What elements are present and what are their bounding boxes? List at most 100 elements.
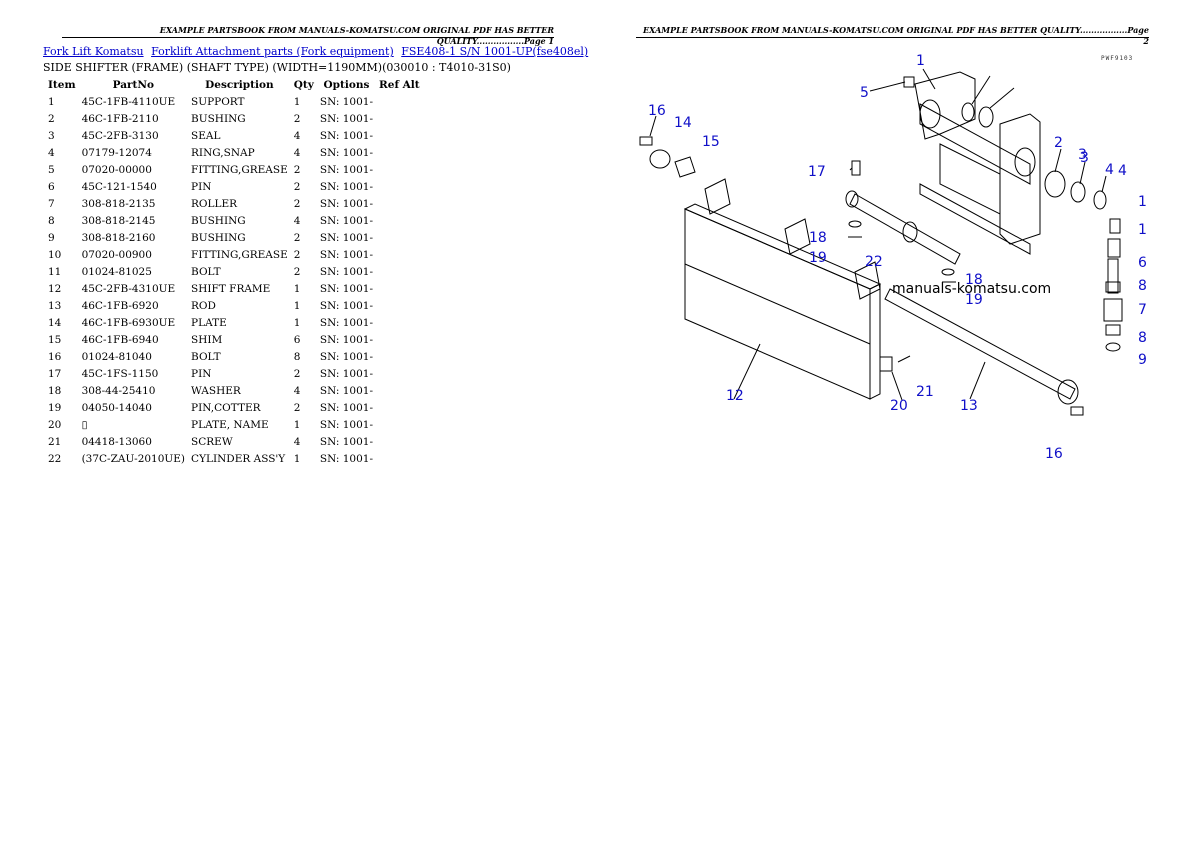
- cell-quantity: 2: [293, 112, 301, 125]
- cell-item-number: 2: [48, 112, 55, 125]
- cell-options: SN: 1001-: [319, 146, 374, 159]
- callout-label: 8: [1138, 278, 1147, 294]
- cell-part-number: 45C-121-1540: [81, 180, 157, 193]
- cell-options: SN: 1001-: [319, 163, 374, 176]
- column-header-item: Item: [48, 78, 76, 91]
- parts-table: Item PartNo Description Qty Options Ref …: [45, 76, 423, 467]
- cell-part-number: 308-818-2160: [81, 231, 156, 244]
- cell-part-number: 308-818-2135: [81, 197, 156, 210]
- cell-ref-alt: [376, 348, 423, 365]
- cell-part-number: 308-44-25410: [81, 384, 156, 397]
- cell-ref-alt: [376, 246, 423, 263]
- callout-label: 15: [702, 134, 720, 150]
- breadcrumb-link-model[interactable]: FSE408-1 S/N 1001-UP(fse408el): [401, 45, 589, 58]
- cell-options: SN: 1001-: [319, 367, 374, 380]
- breadcrumb: Fork Lift Komatsu Forklift Attachment pa…: [43, 45, 592, 58]
- grease-fitting: [903, 76, 915, 88]
- cell-item-number: 3: [48, 129, 55, 142]
- cell-options: SN: 1001-: [319, 180, 374, 193]
- cell-ref-alt: [376, 280, 423, 297]
- callout-label: 16: [648, 103, 666, 119]
- cell-quantity: 2: [293, 163, 301, 176]
- cell-description: BUSHING: [191, 214, 246, 227]
- cell-part-number: 07179-12074: [81, 146, 152, 159]
- support-lower-beam: [919, 183, 1031, 255]
- callout-label: 7: [1138, 302, 1147, 318]
- cell-description: PLATE: [191, 316, 227, 329]
- cell-description: BUSHING: [191, 231, 246, 244]
- callout-label: 1: [1138, 222, 1147, 238]
- cell-quantity: 1: [293, 95, 301, 108]
- bushing-right: [1044, 170, 1066, 198]
- cell-description: RING,SNAP: [191, 146, 255, 159]
- callout-label: 18: [809, 230, 827, 246]
- breadcrumb-link-forklift[interactable]: Fork Lift Komatsu: [43, 45, 144, 58]
- table-header-row: Item PartNo Description Qty Options Ref …: [45, 76, 423, 93]
- breadcrumb-link-attachment[interactable]: Forklift Attachment parts (Fork equipmen…: [151, 45, 394, 58]
- seal-right: [1070, 181, 1086, 203]
- shift-frame-side: [869, 283, 881, 400]
- cell-quantity: 4: [293, 129, 301, 142]
- pin-17: [851, 160, 861, 176]
- callout-label: 1: [1138, 194, 1147, 210]
- cylinder-collar: [902, 221, 918, 243]
- support-plate: [939, 143, 1001, 215]
- callout-label: 18: [965, 272, 983, 288]
- watermark-text: manuals-komatsu.com: [892, 281, 1051, 297]
- page2-header: EXAMPLE PARTSBOOK FROM MANUALS-KOMATSU.C…: [636, 25, 1149, 46]
- washer-18-right: [941, 268, 955, 276]
- cell-options: SN: 1001-: [319, 401, 374, 414]
- cell-quantity: 1: [293, 452, 301, 465]
- cell-quantity: 1: [293, 316, 301, 329]
- pin-6: [1107, 258, 1119, 294]
- cell-part-number: 01024-81040: [81, 350, 152, 363]
- column-header-partno: PartNo: [112, 78, 154, 91]
- cell-quantity: 2: [293, 265, 301, 278]
- cell-part-number: 07020-00000: [81, 163, 152, 176]
- cell-options: SN: 1001-: [319, 435, 374, 448]
- cell-description: ROD: [191, 299, 216, 312]
- callout-label: 12: [726, 388, 744, 404]
- cell-description: SUPPORT: [191, 95, 245, 108]
- shim-15: [674, 156, 696, 178]
- cell-quantity: 4: [293, 384, 301, 397]
- cell-item-number: 1: [48, 95, 55, 108]
- callout-label: 5: [860, 85, 869, 101]
- cell-item-number: 6: [48, 180, 55, 193]
- cell-description: PLATE, NAME: [191, 418, 269, 431]
- cell-quantity: 1: [293, 418, 301, 431]
- callout-label: 22: [865, 254, 883, 270]
- washer-18: [848, 220, 862, 228]
- cell-ref-alt: [376, 178, 423, 195]
- bolt-11-b: [1107, 238, 1121, 258]
- cell-part-number: 04050-14040: [81, 401, 152, 414]
- cell-part-number: 45C-2FB-3130: [81, 129, 159, 142]
- cell-part-number: 45C-2FB-4310UE: [81, 282, 176, 295]
- cell-item-number: 8: [48, 214, 55, 227]
- cell-quantity: 2: [293, 231, 301, 244]
- cell-part-number: 45C-1FS-1150: [81, 367, 159, 380]
- callout-label: 9: [1138, 352, 1147, 368]
- cell-part-number: 07020-00900: [81, 248, 152, 261]
- cell-options: SN: 1001-: [319, 418, 374, 431]
- cylinder-end: [845, 190, 859, 208]
- callout-label: 13: [960, 398, 978, 414]
- cell-quantity: 4: [293, 214, 301, 227]
- cell-options: SN: 1001-: [319, 316, 374, 329]
- plate-14: [649, 149, 671, 169]
- cell-options: SN: 1001-: [319, 384, 374, 397]
- cell-part-number: (37C-ZAU-2010UE): [81, 452, 186, 465]
- cell-description: BOLT: [191, 350, 221, 363]
